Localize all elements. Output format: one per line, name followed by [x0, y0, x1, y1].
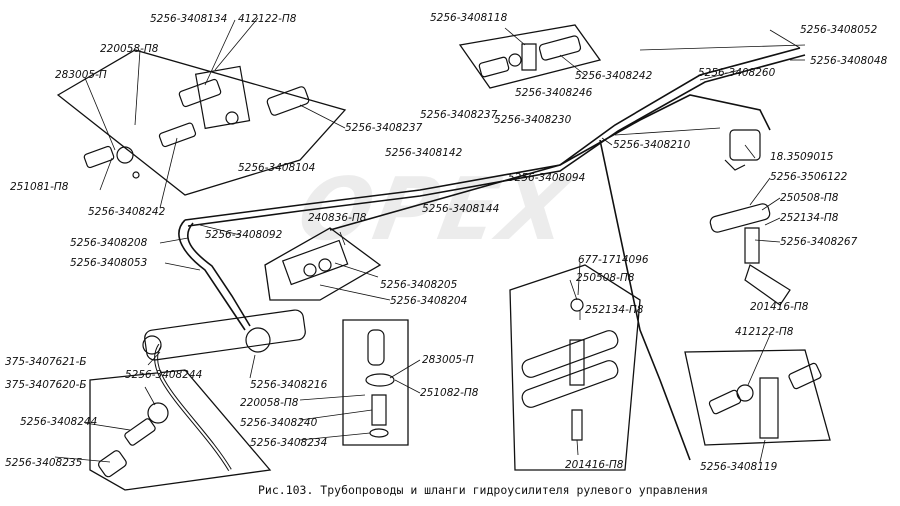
label-252134-p8-b: 252134-П8	[585, 304, 644, 316]
label-5256-3506122: 5256-3506122	[770, 171, 848, 183]
fitting-top-left	[83, 66, 309, 178]
detail-panel-bottom-left	[90, 370, 270, 490]
clamp-right	[709, 203, 790, 305]
detail-panel-clip	[510, 265, 640, 470]
label-375-3407621-b: 375-3407621-Б	[5, 356, 87, 368]
label-5256-3408244-a: 5256-3408244	[125, 369, 203, 381]
label-677-1714096: 677-1714096	[578, 254, 649, 266]
bracket-block	[283, 240, 348, 284]
label-5256-3408216: 5256-3408216	[250, 379, 328, 391]
label-5256-3408235: 5256-3408235	[5, 457, 83, 469]
label-5256-3408118: 5256-3408118	[430, 12, 508, 24]
label-5256-3408234: 5256-3408234	[250, 437, 328, 449]
label-5256-3408205: 5256-3408205	[380, 279, 458, 291]
label-5256-3408144: 5256-3408144	[422, 203, 500, 215]
label-220058-p8-b: 220058-П8	[240, 397, 299, 409]
label-5256-3408053: 5256-3408053	[70, 257, 148, 269]
detail-panel-top-right	[460, 25, 600, 88]
reservoir	[725, 130, 760, 170]
label-5256-3408119: 5256-3408119	[700, 461, 778, 473]
clip-parts	[520, 299, 620, 440]
label-375-3407620-b: 375-3407620-Б	[5, 379, 87, 391]
label-283005-p-b: 283005-П	[422, 354, 474, 366]
label-5256-3408230: 5256-3408230	[494, 114, 572, 126]
leader-lines	[55, 18, 805, 462]
label-412122-p8-b: 412122-П8	[735, 326, 794, 338]
label-5256-3408092: 5256-3408092	[205, 229, 283, 241]
label-5256-3408242-a: 5256-3408242	[88, 206, 166, 218]
label-5256-3408210: 5256-3408210	[613, 139, 691, 151]
detail-panel-bottom-right	[685, 350, 830, 445]
label-5256-3408208: 5256-3408208	[70, 237, 148, 249]
detail-panel-mid	[265, 228, 380, 300]
label-5256-3408237-b: 5256-3408237	[420, 109, 498, 121]
label-5256-3408240: 5256-3408240	[240, 417, 318, 429]
label-250508-p8-a: 250508-П8	[780, 192, 839, 204]
bottom-right-parts	[708, 362, 822, 438]
label-412122-p8: 412122-П8	[238, 13, 297, 25]
label-5256-3408244-b: 5256-3408244	[20, 416, 98, 428]
lower-center-parts	[366, 330, 394, 437]
label-5256-3408052: 5256-3408052	[800, 24, 878, 36]
bottom-left-parts	[97, 403, 168, 478]
label-5256-3408142: 5256-3408142	[385, 147, 463, 159]
label-5256-3408134: 5256-3408134	[150, 13, 228, 25]
label-251081-p8: 251081-П8	[10, 181, 69, 193]
detail-panel-lower-center	[343, 320, 408, 445]
label-5256-3408267: 5256-3408267	[780, 236, 858, 248]
label-252134-p8-a: 252134-П8	[780, 212, 839, 224]
hose	[156, 345, 230, 470]
label-283005-p: 283005-П	[55, 69, 107, 81]
label-5256-3408246: 5256-3408246	[515, 87, 593, 99]
label-201416-p8-b: 201416-П8	[565, 459, 624, 471]
label-5256-3408242-b: 5256-3408242	[575, 70, 653, 82]
main-pipes	[179, 48, 805, 460]
label-201416-p8-a: 201416-П8	[750, 301, 809, 313]
label-5256-3408048: 5256-3408048	[810, 55, 888, 67]
label-5256-3408094: 5256-3408094	[508, 172, 586, 184]
label-5256-3408204: 5256-3408204	[390, 295, 468, 307]
label-251082-p8: 251082-П8	[420, 387, 479, 399]
label-5256-3408260: 5256-3408260	[698, 67, 776, 79]
label-5256-3408237-a: 5256-3408237	[345, 122, 423, 134]
fitting-top-right	[479, 35, 582, 77]
booster-cylinder	[143, 309, 306, 361]
detail-panel-top-left	[58, 50, 345, 195]
label-240836-p8: 240836-П8	[308, 212, 367, 224]
label-18-3509015: 18.3509015	[770, 151, 834, 163]
label-220058-p8: 220058-П8	[100, 43, 159, 55]
figure-caption: Рис.103. Трубопроводы и шланги гидроусил…	[258, 483, 709, 497]
label-5256-3408104: 5256-3408104	[238, 162, 316, 174]
label-250508-p8-b: 250508-П8	[576, 272, 635, 284]
